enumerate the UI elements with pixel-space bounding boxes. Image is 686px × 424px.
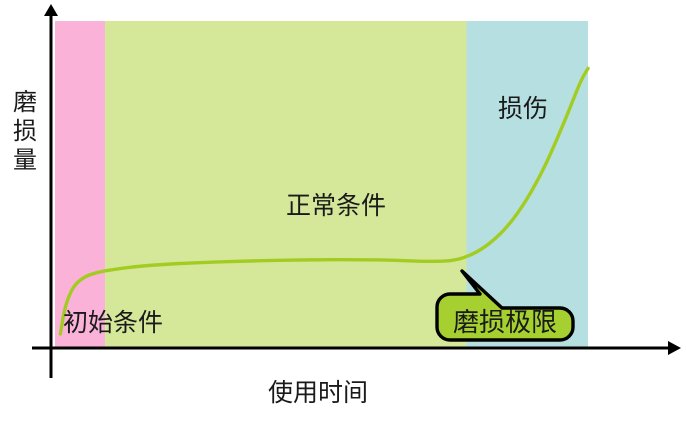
region-label-damage: 损伤 (498, 94, 548, 123)
region-initial-conditions (55, 21, 106, 348)
axes (32, 4, 681, 378)
y-axis-label-char-2: 量 (13, 146, 37, 174)
y-axis-label: 磨 损 量 (13, 88, 37, 174)
y-axis-label-char-1: 损 (13, 117, 37, 145)
x-axis-arrowhead (668, 341, 681, 355)
y-axis-label-char-0: 磨 (13, 88, 37, 116)
wear-limit-callout: 磨损极限 (435, 269, 575, 342)
region-normal-conditions (105, 21, 467, 348)
phase-regions (55, 21, 588, 348)
callout-label-wear-limit: 磨损极限 (453, 308, 557, 338)
y-axis-arrowhead (44, 4, 58, 16)
callout-bubble-shape (435, 269, 575, 342)
region-label-initial-conditions: 初始条件 (63, 308, 163, 337)
region-label-normal-conditions: 正常条件 (286, 191, 386, 220)
x-axis-label: 使用时间 (268, 378, 368, 407)
wear-curve (58, 66, 590, 336)
